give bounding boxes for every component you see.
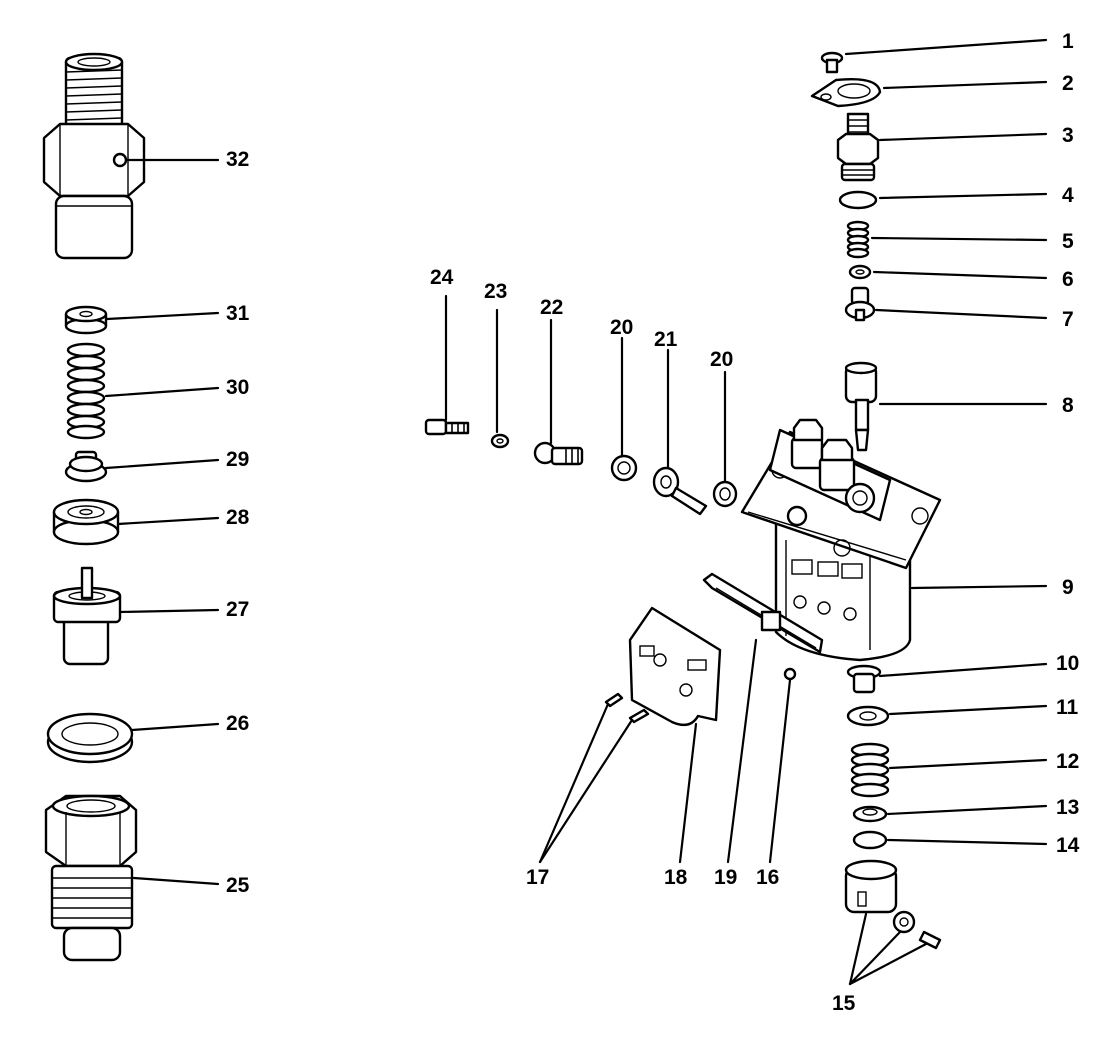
callout-16: 16 (756, 866, 779, 889)
part-25-retaining-nut (44, 794, 138, 962)
callout-28: 28 (226, 506, 250, 529)
part-26-gasket (46, 712, 134, 764)
part-15-tappet-roller-pin (844, 859, 942, 950)
callout-14: 14 (1056, 834, 1080, 857)
callout-3: 3 (1062, 124, 1074, 147)
part-27-nozzle (52, 566, 122, 666)
part-19-control-rack (702, 572, 824, 654)
callout-18: 18 (664, 866, 688, 889)
part-7-valve (844, 286, 876, 322)
part-32-valve-holder (42, 52, 146, 260)
part-24-bolt (424, 418, 470, 436)
part-28-spring-seat (52, 498, 120, 546)
callout-10: 10 (1056, 652, 1079, 675)
part-10-tappet-guide (846, 664, 882, 694)
part-5-spring (846, 220, 870, 259)
part-20-washer-left (610, 454, 638, 482)
callout-24: 24 (430, 266, 454, 289)
callout-23: 23 (484, 280, 507, 303)
callout-5: 5 (1062, 230, 1074, 253)
callout-29: 29 (226, 448, 249, 471)
callout-19: 19 (714, 866, 737, 889)
callout-6: 6 (1062, 268, 1074, 291)
part-1-screw (820, 51, 844, 74)
part-16-pin (783, 667, 797, 681)
part-2-stopper-plate (810, 78, 882, 108)
part-11-washer (846, 705, 890, 727)
callout-27: 27 (226, 598, 249, 621)
part-4-o-ring (838, 190, 878, 210)
part-23-nut (490, 433, 510, 449)
callout-13: 13 (1056, 796, 1079, 819)
callout-20b: 20 (710, 348, 733, 371)
callout-2: 2 (1062, 72, 1074, 95)
part-14-disc (852, 830, 888, 850)
callout-32: 32 (226, 148, 249, 171)
part-18-cover-plate (628, 606, 722, 727)
callout-7: 7 (1062, 308, 1074, 331)
callout-31: 31 (226, 302, 250, 325)
callout-11: 11 (1056, 696, 1079, 719)
part-31-washer (64, 305, 108, 335)
callout-labels: 1 2 3 4 5 6 7 8 9 10 11 12 13 14 15 16 1… (226, 30, 1080, 1015)
callout-17: 17 (526, 866, 549, 889)
part-12-spring (850, 742, 890, 798)
callout-1: 1 (1062, 30, 1074, 53)
part-8-plunger (844, 361, 878, 452)
part-3-valve-holder (836, 112, 880, 182)
part-21-banjo-fitting (652, 466, 708, 516)
callout-22: 22 (540, 296, 563, 319)
part-22-banjo-bolt (533, 441, 584, 466)
callout-21: 21 (654, 328, 678, 351)
callout-30: 30 (226, 376, 249, 399)
callout-15: 15 (832, 992, 856, 1015)
part-9-pump-housing (740, 418, 942, 662)
callout-26: 26 (226, 712, 249, 735)
callout-20a: 20 (610, 316, 633, 339)
callout-12: 12 (1056, 750, 1079, 773)
part-30-spring (66, 342, 106, 440)
part-20-washer-right (712, 480, 738, 508)
callout-9: 9 (1062, 576, 1074, 599)
part-13-spring-seat (852, 805, 888, 823)
callout-8: 8 (1062, 394, 1074, 417)
callout-25: 25 (226, 874, 250, 897)
part-6-washer (848, 264, 872, 280)
callout-4: 4 (1062, 184, 1074, 207)
part-29-valve (64, 450, 108, 483)
